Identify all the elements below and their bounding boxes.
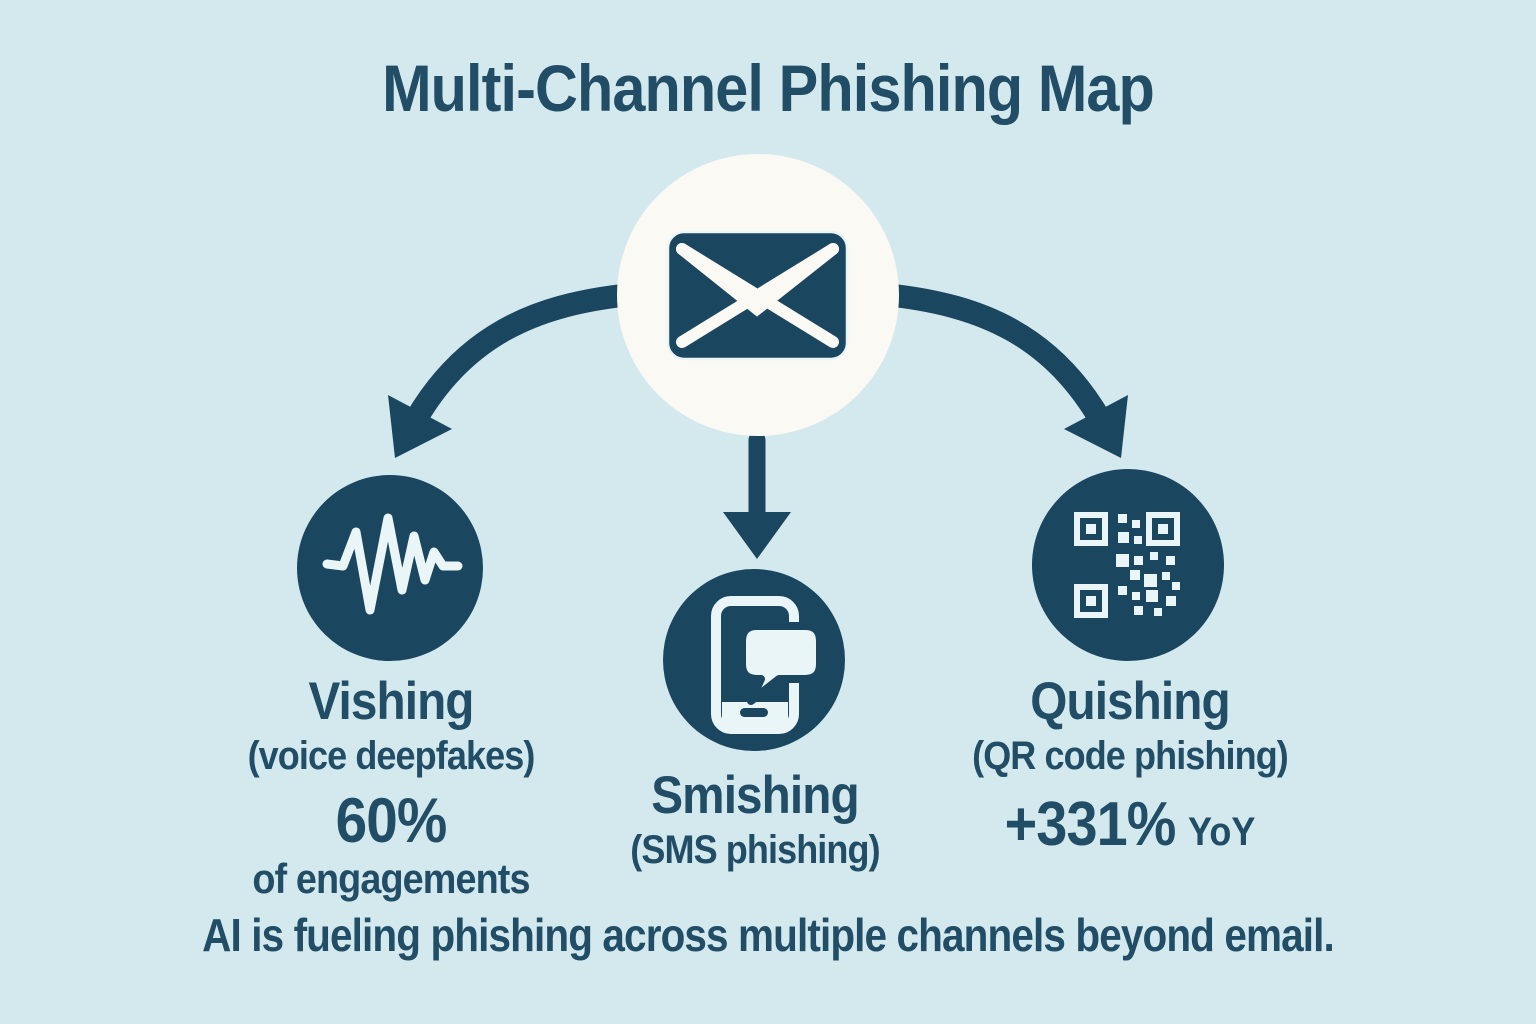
quishing-node [1032, 469, 1224, 661]
channel-stat-quishing: +331% [1004, 789, 1177, 859]
vishing-node [297, 475, 483, 661]
voice-waveform-icon [322, 513, 463, 615]
qr-code-icon [1074, 512, 1180, 618]
channel-stat-vishing: 60% [335, 785, 448, 856]
page-title: Multi-Channel Phishing Map [382, 51, 1155, 125]
arrow-to-smishing [723, 431, 791, 559]
vishing-label-block: Vishing (voice deepfakes) 60% of engagem… [91, 674, 691, 902]
channel-stat-caption-vishing: of engagements [252, 854, 530, 902]
channel-stat-suffix-quishing: YoY [1188, 809, 1256, 854]
arrow-to-quishing [886, 284, 1128, 458]
email-hub-node [617, 154, 899, 436]
channel-subtitle-smishing: (SMS phishing) [630, 827, 880, 872]
footer-caption: AI is fueling phishing across multiple c… [202, 909, 1335, 961]
channel-name-smishing: Smishing [651, 766, 859, 825]
vishing-circle [297, 475, 483, 661]
arrow-to-vishing [388, 284, 630, 458]
channel-name-vishing: Vishing [308, 672, 474, 731]
channel-subtitle-vishing: (voice deepfakes) [247, 733, 536, 778]
smishing-node [663, 569, 845, 751]
channel-name-quishing: Quishing [1030, 672, 1230, 731]
phone-sms-icon [711, 596, 824, 734]
channel-stat-row-quishing: +331% YoY [860, 789, 1400, 860]
quishing-label-block: Quishing (QR code phishing) +331% YoY [830, 674, 1430, 860]
smishing-label-block: Smishing (SMS phishing) [455, 768, 1055, 873]
envelope-icon [666, 230, 849, 361]
channel-subtitle-quishing: (QR code phishing) [972, 733, 1289, 778]
